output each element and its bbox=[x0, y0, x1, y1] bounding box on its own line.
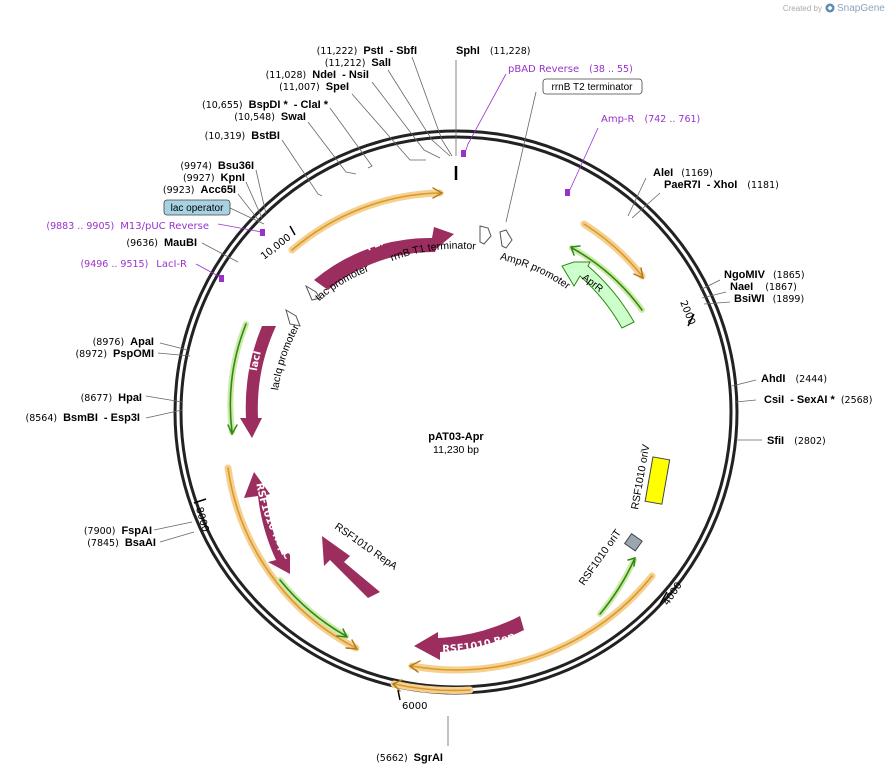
site-ndei-nsii[interactable]: (11,028)NdeI- NsiI bbox=[266, 69, 369, 81]
tick-mark-6000 bbox=[397, 689, 401, 701]
green-aprr-top bbox=[569, 245, 645, 313]
feature-rsf1010-repc-arrow[interactable] bbox=[244, 472, 290, 574]
rrnb-t2-terminator-label: rrnB T2 terminator bbox=[552, 82, 634, 93]
lac-operator-label: lac operator bbox=[171, 203, 224, 214]
tick-label-4000: 4000 bbox=[661, 580, 684, 607]
site-apai[interactable]: (8976)ApaI bbox=[93, 336, 154, 348]
green-arcs bbox=[227, 245, 645, 639]
site-bsaai[interactable]: (7845)BsaAI bbox=[87, 537, 156, 549]
tick-label-10000: 10,000 bbox=[259, 232, 293, 262]
site-naei[interactable]: NaeI(1867) bbox=[730, 281, 797, 293]
rrnb-t2-terminator-box[interactable]: rrnB T2 terminator bbox=[505, 78, 643, 223]
plasmid-name: pAT03-Apr bbox=[428, 431, 484, 443]
site-bsiwi[interactable]: BsiWI(1899) bbox=[734, 293, 804, 305]
site-spei[interactable]: (11,007)SpeI bbox=[279, 81, 349, 93]
orf-bottom bbox=[390, 679, 474, 694]
site-sphi[interactable]: SphI(11,228) bbox=[456, 45, 531, 57]
site-fspai[interactable]: (7900)FspAI bbox=[84, 525, 152, 537]
tick-mark-8000 bbox=[193, 498, 207, 504]
primer-amp-r[interactable]: Amp-R(742 .. 761) bbox=[601, 114, 700, 125]
primer-laci-r-mark bbox=[219, 275, 224, 282]
site-leader-lines bbox=[145, 56, 762, 746]
snapgene-logo-icon bbox=[825, 3, 835, 13]
green-laci bbox=[227, 321, 249, 436]
site-csii-sexai[interactable]: CsiI- SexAI *(2568) bbox=[764, 394, 872, 406]
site-ngomiv[interactable]: NgoMIV(1865) bbox=[724, 269, 805, 281]
feature-rsf1010-oriv-box[interactable] bbox=[644, 456, 671, 505]
feature-aprr-arrow[interactable] bbox=[561, 261, 635, 329]
primer-pbad-reverse[interactable]: pBAD Reverse(38 .. 55) bbox=[508, 64, 633, 75]
primer-m13-reverse-mark bbox=[260, 229, 265, 236]
site-sali[interactable]: (11,212)SalI bbox=[325, 57, 391, 69]
site-pspomi[interactable]: (8972)PspOMI bbox=[75, 348, 154, 360]
site-sfii[interactable]: SfiI(2802) bbox=[767, 435, 826, 447]
lac-operator-box[interactable]: lac operator bbox=[163, 199, 265, 225]
feature-laci-label: lacI bbox=[249, 350, 264, 372]
primer-pbad-reverse-mark bbox=[461, 150, 466, 157]
feature-ampr-promoter-label: AmpR promoter bbox=[499, 251, 573, 293]
site-ahdi[interactable]: AhdI(2444) bbox=[761, 373, 827, 385]
green-orit bbox=[597, 556, 637, 617]
orf-top-right bbox=[580, 220, 646, 280]
orf-arcs bbox=[224, 187, 656, 694]
tick-mark-4000 bbox=[659, 591, 668, 605]
plasmid-length: 11,230 bp bbox=[433, 444, 479, 456]
tick-mark-10000 bbox=[289, 225, 296, 236]
primer-m13-puc-reverse[interactable]: (9883 .. 9905)M13/pUC Reverse bbox=[46, 221, 209, 232]
site-swai[interactable]: (10,548)SwaI bbox=[234, 111, 306, 123]
credit-prefix: Created by bbox=[783, 4, 822, 13]
site-alei[interactable]: AleI(1169) bbox=[653, 167, 713, 179]
feature-rsf1010-orit-box[interactable] bbox=[623, 532, 643, 552]
orf-right-bottom bbox=[408, 572, 656, 674]
primer-laci-r[interactable]: (9496 .. 9515)LacI-R bbox=[80, 259, 187, 270]
tick-label-6000: 6000 bbox=[402, 701, 427, 712]
rrnb-t1-terminator-icon bbox=[479, 225, 492, 245]
site-psti-sbfi[interactable]: (11,222)PstI- SbfI bbox=[317, 45, 417, 57]
feature-laci-arrow[interactable] bbox=[240, 326, 276, 438]
site-bspdi-clai[interactable]: (10,655)BspDI *- ClaI * bbox=[202, 99, 329, 111]
credit-brand: SnapGene bbox=[837, 3, 885, 14]
feature-rsf1010-repb-arrow[interactable] bbox=[414, 616, 524, 660]
site-kpni[interactable]: (9927)KpnI bbox=[183, 172, 245, 184]
laciq-promoter-icon bbox=[285, 308, 301, 327]
primer-marks bbox=[219, 150, 570, 282]
feature-rsf1010-orit-label: RSF1010 oriT bbox=[577, 527, 625, 588]
site-sgrai[interactable]: (5662)SgrAI bbox=[376, 752, 443, 764]
site-hpai[interactable]: (8677)HpaI bbox=[81, 392, 142, 404]
feature-flp-arrow[interactable] bbox=[314, 227, 454, 290]
site-bstbi[interactable]: (10,319)BstBI bbox=[205, 130, 280, 142]
site-bsmbi-esp3i[interactable]: (8564)BsmBI- Esp3I bbox=[25, 412, 140, 424]
orf-flp bbox=[288, 187, 444, 254]
site-maubi[interactable]: (9636)MauBI bbox=[126, 237, 197, 249]
feature-rsf1010-repa-arrow[interactable] bbox=[322, 536, 380, 598]
ampr-promoter-icon bbox=[499, 229, 513, 249]
backbone-outer-strand bbox=[173, 129, 739, 695]
site-bsu36i[interactable]: (9974)Bsu36I bbox=[180, 160, 254, 172]
backbone-inner-strand bbox=[179, 135, 733, 689]
tac-promoter-icon bbox=[304, 284, 321, 301]
tick-mark-2000 bbox=[687, 313, 695, 327]
feature-laciq-promoter-label: lacIq promoter bbox=[269, 322, 302, 391]
site-acc65i[interactable]: (9923)Acc65I bbox=[163, 184, 236, 196]
tick-label-2000: 2000 bbox=[677, 299, 697, 327]
primer-amp-r-mark bbox=[565, 189, 570, 196]
green-bottom-left bbox=[277, 577, 349, 639]
site-paer7i-xhoi[interactable]: PaeR7I- XhoI(1181) bbox=[664, 179, 779, 191]
orf-bottom-left bbox=[224, 464, 360, 652]
